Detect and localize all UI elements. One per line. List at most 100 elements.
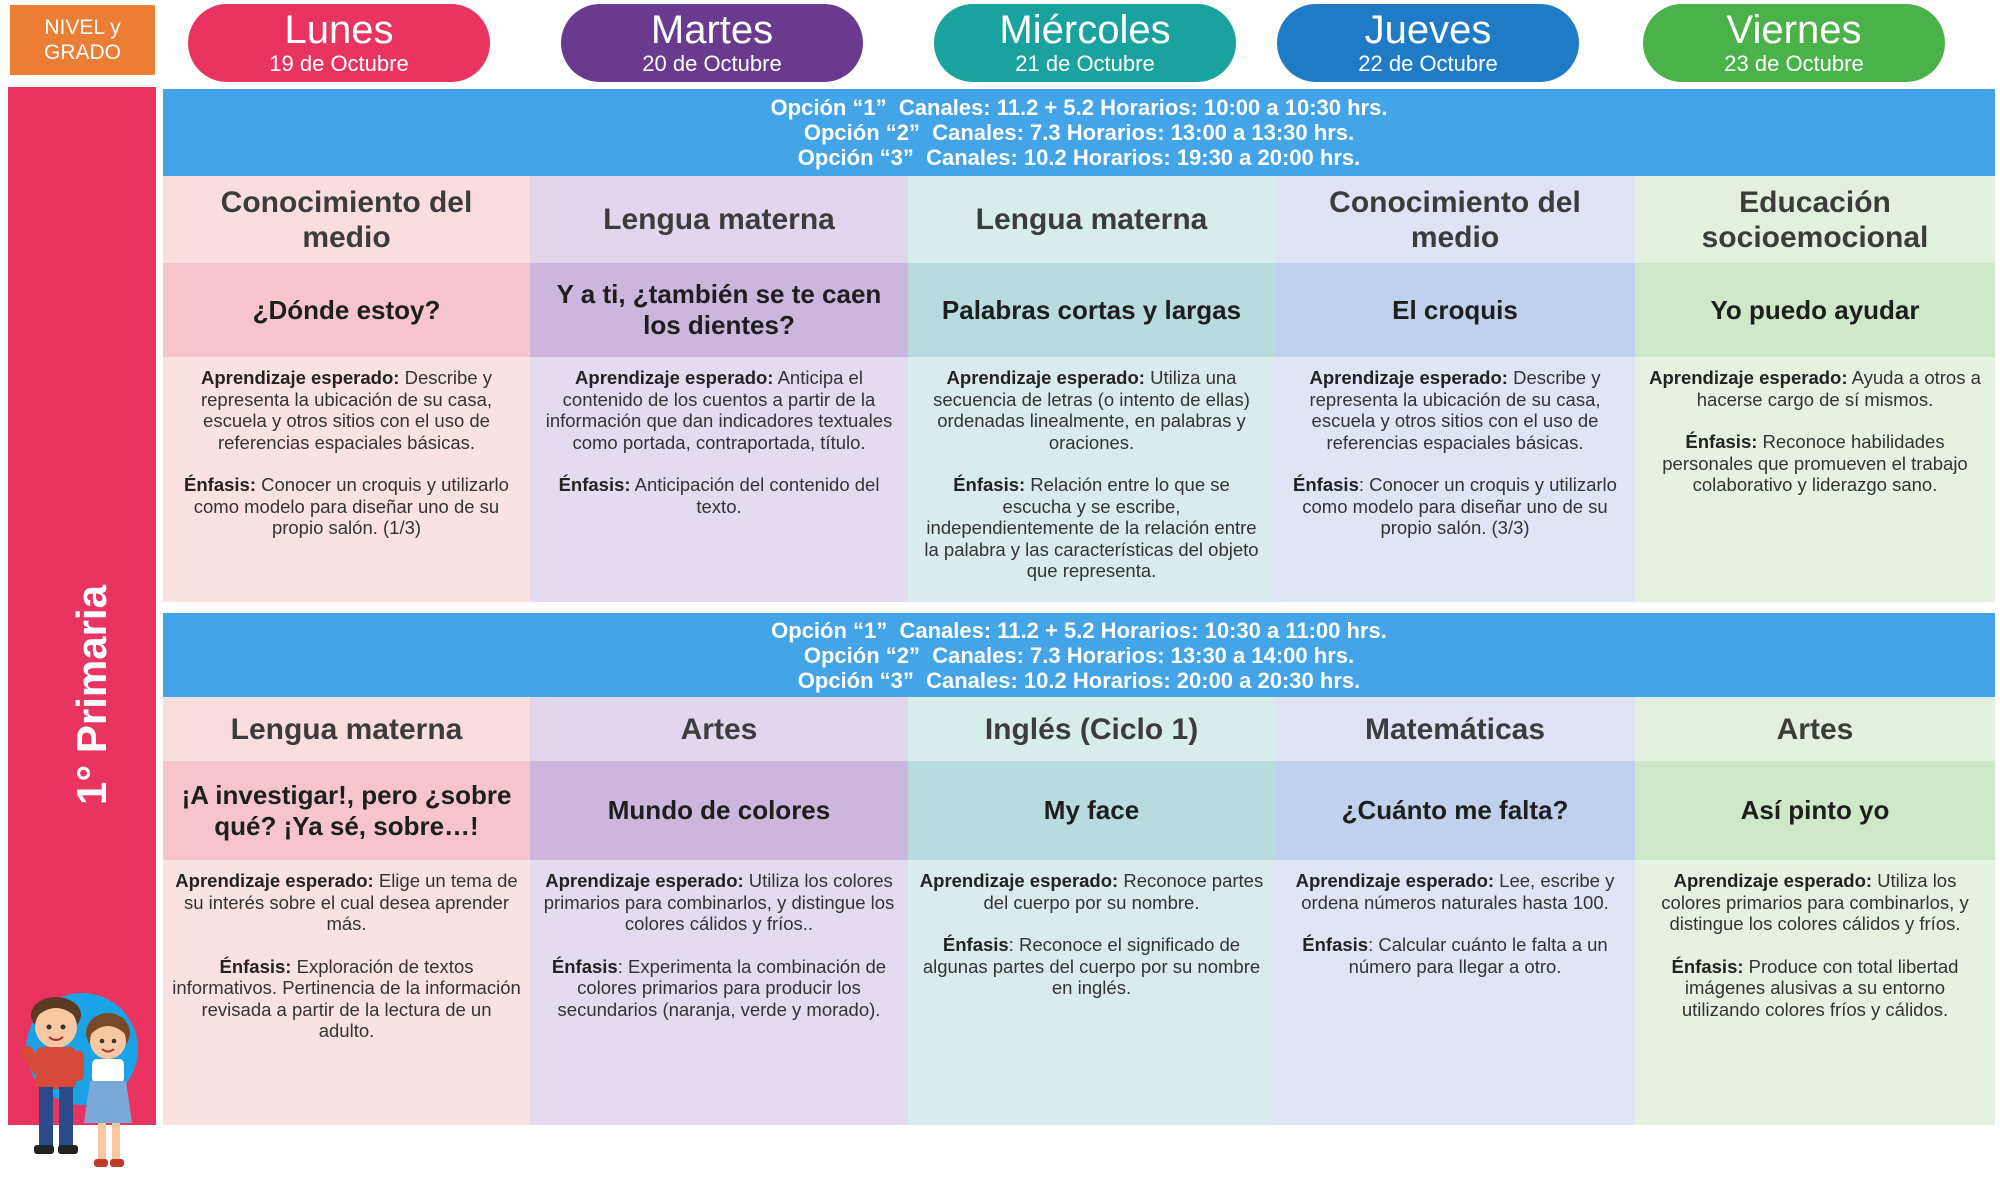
day-date: 22 de Octubre: [1358, 51, 1498, 76]
expected-learning-text: Utiliza una secuencia de letras (o inten…: [933, 367, 1250, 453]
subject-heading: Lengua materna: [530, 176, 908, 263]
expected-learning: Aprendizaje esperado: Reconoce partes de…: [917, 870, 1266, 913]
lesson-column-lunes: Conocimiento del medio ¿Dónde estoy? Apr…: [163, 89, 530, 602]
lesson-column-viernes: Artes Así pinto yo Aprendizaje esperado:…: [1635, 613, 1995, 1125]
emphasis-label: Énfasis: [1302, 934, 1369, 955]
emphasis-label: Énfasis:: [1685, 431, 1758, 452]
lesson-description: Aprendizaje esperado: Utiliza una secuen…: [908, 357, 1275, 602]
kids-illustration-icon: [21, 993, 138, 1167]
lesson-column-miercoles: Inglés (Ciclo 1) My face Aprendizaje esp…: [908, 613, 1275, 1125]
emphasis-text: : Experimenta la combinación de colores …: [557, 955, 887, 1020]
expected-learning-text: Anticipa el contenido de los cuentos a p…: [545, 367, 893, 453]
day-header-jueves: Jueves 22 de Octubre: [1277, 4, 1579, 82]
day-name: Martes: [650, 8, 774, 52]
subject-heading: Inglés (Ciclo 1): [908, 697, 1275, 761]
lesson-description: Aprendizaje esperado: Describe y represe…: [1275, 357, 1635, 602]
emphasis-text: Exploración de textos informativos. Pert…: [172, 955, 521, 1042]
topic-title: El croquis: [1275, 263, 1635, 357]
emphasis-text: : Conocer un croquis y utilizarlo como m…: [1302, 474, 1617, 538]
subject-heading: Artes: [1635, 697, 1995, 761]
lesson-description: Aprendizaje esperado: Lee, escribe y ord…: [1275, 860, 1635, 1125]
expected-learning-text: Utiliza los colores primarios para combi…: [1661, 870, 1969, 934]
subject-heading: Lengua materna: [163, 697, 530, 761]
topic-title: ¿Dónde estoy?: [163, 263, 530, 357]
schedule-option-3: Opción “3” Canales: 10.2 Horarios: 19:30…: [797, 145, 1361, 170]
lesson-column-jueves: Conocimiento del medio El croquis Aprend…: [1275, 89, 1635, 602]
schedule-option-1: Opción “1” Canales: 11.2 + 5.2 Horarios:…: [770, 95, 1388, 120]
topic-title: Mundo de colores: [530, 761, 908, 860]
emphasis-text: Conocer un croquis y utilizarlo como mod…: [193, 474, 509, 538]
expected-learning-label: Aprendizaje esperado:: [1649, 367, 1848, 388]
expected-learning-label: Aprendizaje esperado:: [545, 870, 744, 891]
subject-heading: Matemáticas: [1275, 697, 1635, 761]
day-name: Viernes: [1726, 8, 1862, 52]
emphasis-label: Énfasis:: [184, 474, 256, 495]
expected-learning-label: Aprendizaje esperado:: [1673, 870, 1873, 891]
topic-title: ¡A investigar!, pero ¿sobre qué? ¡Ya sé,…: [163, 761, 530, 860]
expected-learning-label: Aprendizaje esperado:: [1295, 870, 1495, 891]
expected-learning-text: Lee, escribe y ordena números naturales …: [1301, 870, 1615, 913]
grade-label: 1° Primaria: [68, 585, 115, 805]
expected-learning-text: Ayuda a otros a hacerse cargo de sí mism…: [1696, 367, 1981, 410]
expected-learning-text: Elige un tema de su interés sobre el cua…: [184, 870, 518, 934]
broadcast-schedule-band: Opción “1” Canales: 11.2 + 5.2 Horarios:…: [163, 89, 1995, 176]
day-date: 20 de Octubre: [642, 51, 782, 76]
emphasis-label: Énfasis: [551, 955, 618, 977]
emphasis-text: Reconoce habilidades personales que prom…: [1662, 431, 1968, 495]
schedule-option-3: Opción “3” Canales: 10.2 Horarios: 20:00…: [797, 667, 1361, 693]
day-header-miercoles: Miércoles 21 de Octubre: [934, 4, 1236, 82]
lesson-description: Aprendizaje esperado: Reconoce partes de…: [908, 860, 1275, 1125]
day-header-viernes: Viernes 23 de Octubre: [1643, 4, 1945, 82]
expected-learning-label: Aprendizaje esperado:: [201, 367, 400, 388]
expected-learning: Aprendizaje esperado: Utiliza los colore…: [1644, 870, 1986, 935]
level-grade-badge: NIVEL y GRADO: [10, 5, 155, 75]
expected-learning: Aprendizaje esperado: Utiliza una secuen…: [917, 367, 1266, 453]
emphasis: Énfasis: Experimenta la combinación de c…: [539, 956, 899, 1021]
emphasis-text: Anticipación del contenido del texto.: [630, 474, 880, 517]
day-name: Jueves: [1364, 8, 1492, 52]
expected-learning: Aprendizaje esperado: Ayuda a otros a ha…: [1644, 367, 1986, 410]
day-header-martes: Martes 20 de Octubre: [561, 4, 863, 82]
lesson-column-miercoles: Lengua materna Palabras cortas y largas …: [908, 89, 1275, 602]
lesson-description: Aprendizaje esperado: Anticipa el conten…: [530, 357, 908, 602]
emphasis: Énfasis: Calcular cuánto le falta a un n…: [1284, 934, 1626, 977]
day-date: 19 de Octubre: [269, 51, 409, 76]
expected-learning-text: Utiliza los colores primarios para combi…: [543, 870, 895, 934]
emphasis: Énfasis: Conocer un croquis y utilizarlo…: [172, 474, 521, 539]
schedule-option-2: Opción “2” Canales: 7.3 Horarios: 13:00 …: [803, 120, 1355, 145]
day-name: Miércoles: [999, 8, 1171, 52]
expected-learning-label: Aprendizaje esperado:: [175, 870, 374, 891]
schedule-option-1: Opción “1” Canales: 11.2 + 5.2 Horarios:…: [771, 617, 1387, 643]
emphasis-label: Énfasis:: [1671, 955, 1744, 977]
emphasis: Énfasis: Exploración de textos informati…: [172, 956, 521, 1042]
topic-title: Y a ti, ¿también se te caen los dientes?: [530, 263, 908, 357]
subject-heading: Educación socioemocional: [1635, 176, 1995, 263]
emphasis-label: Énfasis:: [953, 474, 1026, 495]
lesson-description: Aprendizaje esperado: Describe y represe…: [163, 357, 530, 602]
day-date: 21 de Octubre: [1015, 51, 1155, 76]
lesson-column-martes: Lengua materna Y a ti, ¿también se te ca…: [530, 89, 908, 602]
broadcast-schedule-band: Opción “1” Canales: 11.2 + 5.2 Horarios:…: [163, 613, 1995, 697]
emphasis: Énfasis: Conocer un croquis y utilizarlo…: [1284, 474, 1626, 539]
emphasis-text: Relación entre lo que se escucha y se es…: [924, 474, 1259, 581]
emphasis: Énfasis: Reconoce el significado de algu…: [917, 934, 1266, 999]
topic-title: Así pinto yo: [1635, 761, 1995, 860]
subject-heading: Conocimiento del medio: [1275, 176, 1635, 263]
expected-learning-text: Reconoce partes del cuerpo por su nombre…: [983, 870, 1264, 913]
lesson-column-martes: Artes Mundo de colores Aprendizaje esper…: [530, 613, 908, 1125]
level-badge-line1: NIVEL y: [44, 16, 121, 39]
topic-title: ¿Cuánto me falta?: [1275, 761, 1635, 860]
expected-learning-text: Describe y representa la ubicación de su…: [1309, 367, 1601, 453]
lesson-description: Aprendizaje esperado: Utiliza los colore…: [1635, 860, 1995, 1125]
emphasis: Énfasis: Relación entre lo que se escuch…: [917, 474, 1266, 582]
subject-heading: Conocimiento del medio: [163, 176, 530, 263]
expected-learning-label: Aprendizaje esperado:: [575, 367, 774, 388]
expected-learning-label: Aprendizaje esperado:: [946, 367, 1145, 388]
topic-title: Palabras cortas y largas: [908, 263, 1275, 357]
emphasis-text: : Calcular cuánto le falta a un número p…: [1348, 934, 1608, 977]
schedule-block-1: Conocimiento del medio ¿Dónde estoy? Apr…: [163, 89, 1995, 602]
emphasis-label: Énfasis:: [558, 474, 631, 495]
lesson-description: Aprendizaje esperado: Utiliza los colore…: [530, 860, 908, 1125]
lesson-column-viernes: Educación socioemocional Yo puedo ayudar…: [1635, 89, 1995, 602]
expected-learning: Aprendizaje esperado: Lee, escribe y ord…: [1284, 870, 1626, 913]
